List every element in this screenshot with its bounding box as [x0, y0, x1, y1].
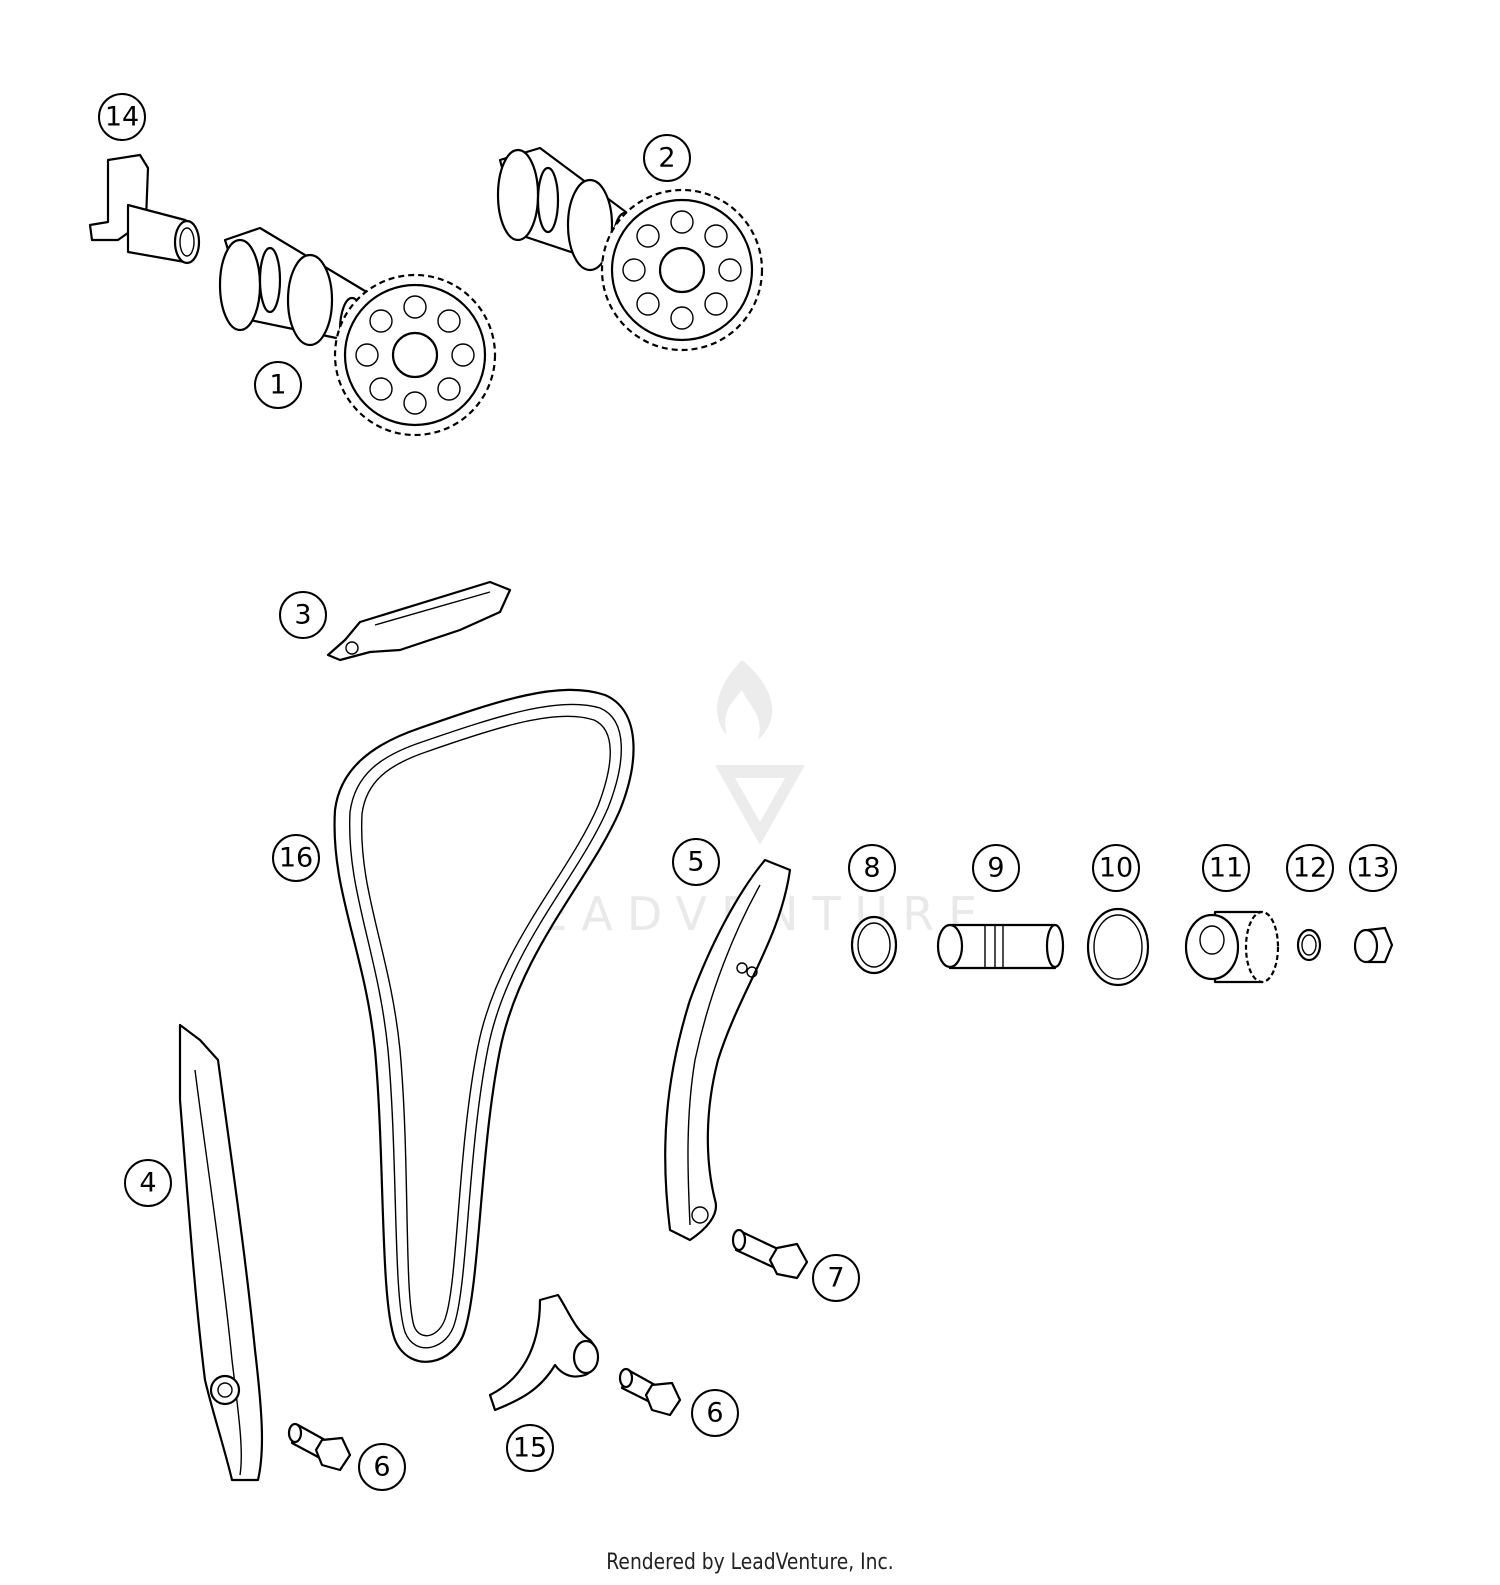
callout-9[interactable]: 9 — [972, 844, 1020, 892]
part-16-timing-chain[interactable] — [333, 688, 635, 1363]
callout-4[interactable]: 4 — [124, 1159, 172, 1207]
callout-label: 3 — [294, 600, 311, 631]
callout-11[interactable]: 11 — [1202, 844, 1250, 892]
callout-15[interactable]: 15 — [506, 1424, 554, 1472]
part-2-camshaft[interactable] — [496, 146, 764, 352]
callout-label: 10 — [1099, 853, 1133, 884]
callout-label: 7 — [827, 1263, 844, 1294]
callout-label: 12 — [1293, 853, 1327, 884]
part-8-o-ring[interactable] — [850, 915, 898, 975]
callout-label: 1 — [269, 370, 286, 401]
callout-label: 11 — [1209, 853, 1243, 884]
callout-label: 8 — [863, 853, 880, 884]
callout-12[interactable]: 12 — [1286, 844, 1334, 892]
callout-label: 6 — [706, 1398, 723, 1429]
callout-6-b[interactable]: 6 — [691, 1389, 739, 1437]
callout-6-a[interactable]: 6 — [358, 1443, 406, 1491]
v-logo-icon — [715, 765, 805, 845]
part-10-gasket[interactable] — [1086, 907, 1150, 987]
callout-label: 6 — [373, 1452, 390, 1483]
callout-label: 15 — [513, 1433, 547, 1464]
part-4-guide-rail[interactable] — [178, 1023, 264, 1482]
callout-14[interactable]: 14 — [98, 93, 146, 141]
part-9-plunger[interactable] — [936, 923, 1065, 970]
callout-label: 4 — [139, 1168, 156, 1199]
part-14-sensor[interactable] — [88, 153, 201, 265]
callout-label: 9 — [987, 853, 1004, 884]
callout-label: 13 — [1356, 853, 1390, 884]
part-13-plug[interactable] — [1353, 926, 1394, 964]
callout-label: 2 — [658, 143, 675, 174]
callout-7[interactable]: 7 — [812, 1254, 860, 1302]
callout-5[interactable]: 5 — [672, 838, 720, 886]
part-5-tensioner-rail[interactable] — [664, 858, 792, 1242]
part-11-tensioner-housing[interactable] — [1184, 910, 1280, 984]
part-6-bolt-b[interactable] — [618, 1367, 682, 1417]
part-6-bolt-a[interactable] — [287, 1422, 352, 1472]
callout-2[interactable]: 2 — [643, 134, 691, 182]
callout-16[interactable]: 16 — [272, 834, 320, 882]
callout-10[interactable]: 10 — [1092, 844, 1140, 892]
callout-label: 5 — [687, 847, 704, 878]
callout-13[interactable]: 13 — [1349, 844, 1397, 892]
callout-3[interactable]: 3 — [279, 591, 327, 639]
part-15-guide[interactable] — [488, 1293, 600, 1412]
part-12-small-ring[interactable] — [1296, 928, 1322, 962]
flame-logo-icon — [717, 660, 773, 740]
part-3-guide-rail[interactable] — [326, 580, 512, 662]
callout-label: 16 — [279, 843, 313, 874]
callout-8[interactable]: 8 — [848, 844, 896, 892]
callout-label: 14 — [105, 102, 139, 133]
part-1-camshaft[interactable] — [218, 226, 497, 437]
callout-1[interactable]: 1 — [254, 361, 302, 409]
footer-credit: Rendered by LeadVenture, Inc. — [606, 1550, 894, 1575]
part-7-bolt[interactable] — [731, 1228, 809, 1280]
